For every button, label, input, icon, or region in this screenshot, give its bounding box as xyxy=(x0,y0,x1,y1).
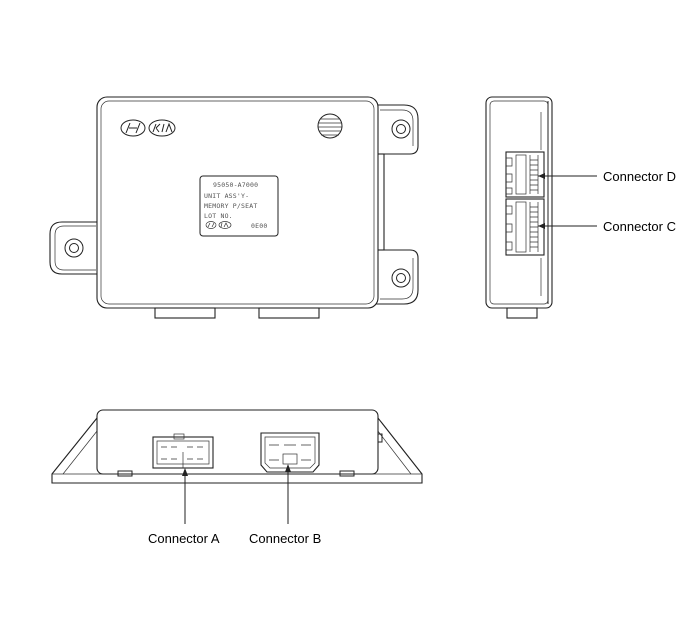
mounting-hole-icon xyxy=(64,238,84,258)
mounting-hole-icon xyxy=(391,268,411,288)
connector-d-housing xyxy=(505,151,545,198)
part-number: 95050-A7000 xyxy=(213,181,258,189)
hyundai-logo-icon xyxy=(205,221,217,229)
side-view: Connector D Connector C xyxy=(485,96,676,319)
label-line-3: MEMORY P/SEAT xyxy=(204,202,257,210)
front-view: Connector A Connector B xyxy=(51,409,423,546)
connector-a-label: Connector A xyxy=(148,531,220,546)
speaker-grille-icon xyxy=(317,113,343,139)
label-code: 0E00 xyxy=(251,222,267,230)
connector-d-label: Connector D xyxy=(603,169,676,184)
top-view: 95050-A7000 UNIT ASS'Y- MEMORY P/SEAT LO… xyxy=(49,96,419,319)
mounting-hole-icon xyxy=(391,119,411,139)
connector-c-label: Connector C xyxy=(603,219,676,234)
connector-b-housing xyxy=(260,432,320,473)
hyundai-logo-icon xyxy=(120,119,146,137)
label-line-4: LOT NO. xyxy=(204,212,233,220)
kia-logo-icon xyxy=(218,221,232,229)
label-line-2: UNIT ASS'Y- xyxy=(204,192,249,200)
kia-logo-icon xyxy=(148,119,176,137)
connector-c-housing xyxy=(505,198,545,256)
unit-label-sticker: 95050-A7000 UNIT ASS'Y- MEMORY P/SEAT LO… xyxy=(199,175,279,237)
connector-a-housing xyxy=(152,433,214,469)
connector-b-label: Connector B xyxy=(249,531,321,546)
